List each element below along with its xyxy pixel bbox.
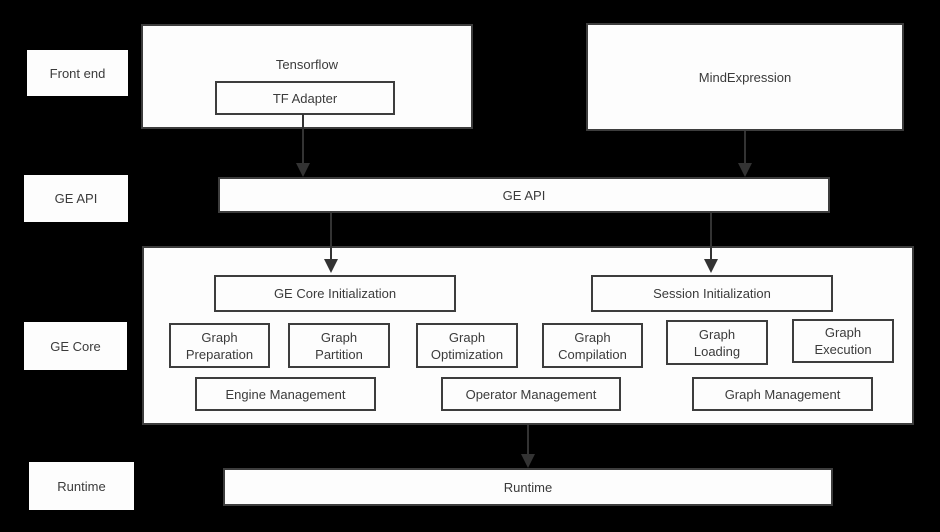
row-label-ge-api: GE API — [24, 175, 128, 222]
ge-api-bar: GE API — [218, 177, 830, 213]
runtime-bar-label: Runtime — [503, 479, 553, 495]
row-label-ge-core-text: GE Core — [50, 338, 101, 354]
tensorflow-box: Tensorflow TF Adapter — [141, 24, 473, 129]
ge-core-initialization-box: GE Core Initialization — [214, 275, 456, 312]
mindexpression-box: MindExpression — [586, 23, 904, 131]
manager-box-graph-management: Graph Management — [692, 377, 873, 411]
stage-box-graph-execution: Graph Execution — [792, 319, 894, 363]
stage-box-graph-optimization: Graph Optimization — [416, 323, 518, 368]
stage-label-graph-loading: Graph Loading — [693, 326, 741, 359]
stage-label-graph-execution: Graph Execution — [814, 325, 872, 357]
manager-label-graph-management: Graph Management — [724, 386, 841, 402]
row-label-ge-core: GE Core — [24, 322, 127, 370]
stage-box-graph-partition: Graph Partition — [288, 323, 390, 368]
stage-box-graph-preparation: Graph Preparation — [169, 323, 270, 368]
row-label-ge-api-text: GE API — [54, 191, 98, 206]
stage-label-graph-compilation: Graph Compilation — [558, 329, 627, 362]
row-label-runtime-text: Runtime — [57, 478, 106, 494]
manager-label-operator-management: Operator Management — [465, 386, 597, 402]
stage-label-graph-partition: Graph Partition — [315, 329, 363, 362]
manager-label-engine-management: Engine Management — [225, 386, 346, 402]
stage-label-graph-optimization: Graph Optimization — [430, 329, 504, 362]
ge-core-initialization-label: GE Core Initialization — [273, 286, 397, 301]
stage-label-graph-preparation: Graph Preparation — [185, 329, 254, 362]
row-label-runtime: Runtime — [29, 462, 134, 510]
mindexpression-label: MindExpression — [698, 69, 792, 85]
ge-api-bar-label: GE API — [502, 187, 546, 203]
stage-box-graph-loading: Graph Loading — [666, 320, 768, 365]
row-label-front-end: Front end — [27, 50, 128, 96]
arrow-ge-core-to-runtime — [521, 425, 535, 468]
manager-box-engine-management: Engine Management — [195, 377, 376, 411]
tf-adapter-label: TF Adapter — [272, 90, 338, 106]
manager-box-operator-management: Operator Management — [441, 377, 621, 411]
arrow-mindexpression-to-ge-api — [738, 131, 752, 177]
ge-core-box: GE Core Initialization Session Initializ… — [142, 246, 914, 425]
tensorflow-label: Tensorflow — [275, 57, 339, 72]
stage-box-graph-compilation: Graph Compilation — [542, 323, 643, 368]
runtime-bar: Runtime — [223, 468, 833, 506]
row-label-front-end-text: Front end — [49, 65, 106, 81]
session-initialization-label: Session Initialization — [653, 286, 771, 301]
tf-adapter-box: TF Adapter — [215, 81, 395, 115]
session-initialization-box: Session Initialization — [591, 275, 833, 312]
